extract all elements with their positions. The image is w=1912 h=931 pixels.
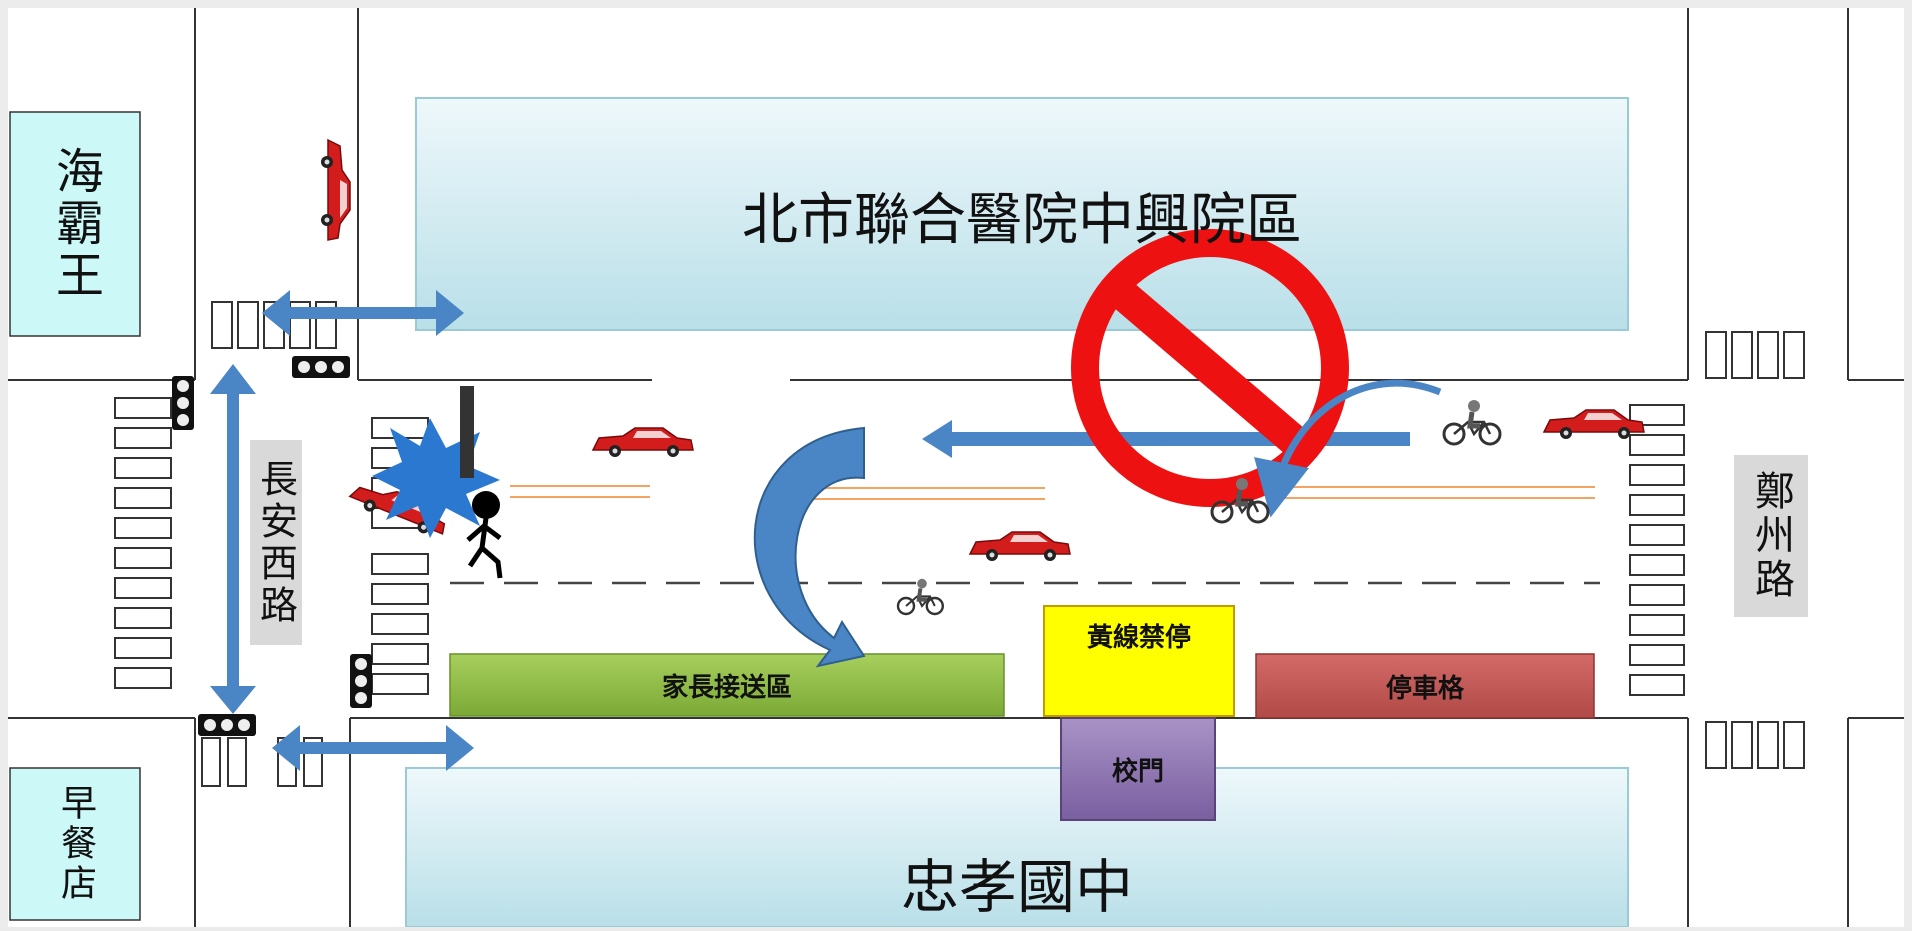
school-gate-label: 校門 xyxy=(1111,756,1164,787)
traffic-light-icon xyxy=(350,654,372,708)
road-label-bg-left xyxy=(250,440,302,645)
pickup-zone-label: 家長接送區 xyxy=(661,672,792,703)
school-name: 忠孝國中 xyxy=(900,853,1133,921)
lane-markings xyxy=(510,485,1595,500)
shop-name-top: 海霸王 xyxy=(47,146,103,302)
road-name-right: 鄭州路 xyxy=(1748,470,1794,602)
cyclist-path-arrow xyxy=(1254,379,1442,518)
school-gate xyxy=(1060,717,1216,821)
arrow-icon xyxy=(272,725,300,771)
parking-zone xyxy=(1255,653,1595,719)
traffic-light-icon xyxy=(292,356,350,378)
road-name-left: 長安西路 xyxy=(253,458,298,627)
arrow-icon xyxy=(446,725,474,771)
pedestrian-route-arrows xyxy=(227,307,450,754)
hospital-name: 北市聯合醫院中興院區 xyxy=(742,187,1302,253)
hospital-building xyxy=(415,97,1629,331)
parking-zone-label: 停車格 xyxy=(1385,673,1464,704)
arrow-icon xyxy=(210,364,256,394)
road-label-bg-right xyxy=(1734,455,1808,617)
shop-box-bottom xyxy=(9,767,141,921)
traffic-flow-arrow xyxy=(950,432,1410,446)
school-building xyxy=(405,767,1629,928)
no-parking-zone xyxy=(1043,605,1235,717)
pickup-zone xyxy=(449,653,1005,717)
arrow-icon xyxy=(436,290,464,336)
pedestrian-icon xyxy=(460,386,503,579)
arrow-icon xyxy=(922,420,952,458)
traffic-light-icon xyxy=(172,376,194,430)
shop-box-top xyxy=(9,111,141,337)
traffic-light-icon xyxy=(198,714,256,736)
arrow-icon xyxy=(210,686,256,714)
uturn-arrow xyxy=(753,426,866,668)
no-entry-icon xyxy=(1071,229,1349,507)
shop-name-bottom: 早餐店 xyxy=(55,784,96,904)
no-parking-label: 黃線禁停 xyxy=(1086,622,1191,653)
arrow-icon xyxy=(262,290,290,336)
